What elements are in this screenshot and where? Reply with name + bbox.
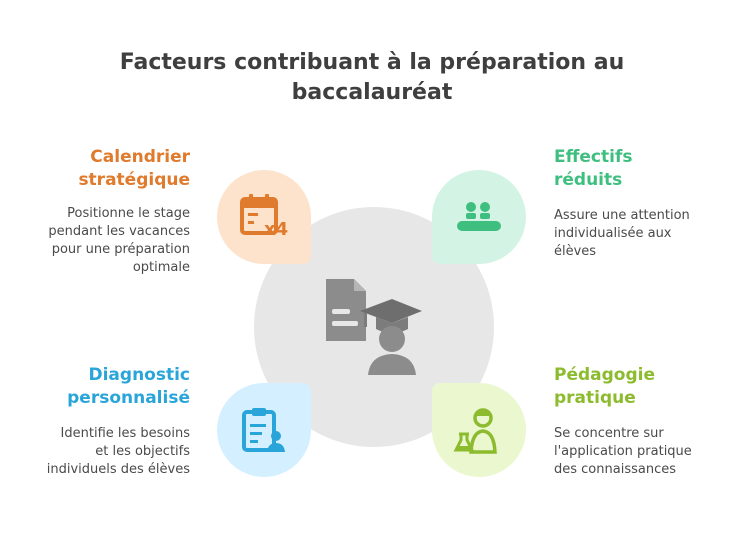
heading-pedagogie-line-2: pratique bbox=[554, 388, 636, 408]
heading-diagnostic-line-1: Diagnostic bbox=[88, 365, 190, 385]
desc-effectifs-line-1: Assure une attention bbox=[554, 208, 690, 223]
heading-pedagogie: Pédagogie pratique bbox=[554, 364, 724, 410]
heading-effectifs: Effectifs réduits bbox=[554, 146, 724, 192]
svg-text:x4: x4 bbox=[264, 219, 288, 240]
desc-diagnostic-line-2: et les objectifs bbox=[95, 444, 190, 459]
petal-calendrier: x4 bbox=[217, 170, 311, 264]
heading-calendrier: Calendrier stratégique bbox=[40, 146, 190, 192]
desc-calendrier-line-4: optimale bbox=[132, 260, 190, 275]
desc-calendrier: Positionne le stage pendant les vacances… bbox=[20, 205, 190, 277]
small-group-icon bbox=[457, 202, 501, 231]
heading-calendrier-line-2: stratégique bbox=[78, 170, 190, 190]
petal-effectifs bbox=[432, 170, 526, 264]
heading-calendrier-line-1: Calendrier bbox=[90, 147, 190, 167]
desc-calendrier-line-2: pendant les vacances bbox=[48, 224, 190, 239]
desc-effectifs-line-2: individualisée aux bbox=[554, 226, 672, 241]
title-line-2: baccalauréat bbox=[291, 80, 453, 105]
desc-calendrier-line-1: Positionne le stage bbox=[67, 206, 190, 221]
calendar-x4-icon: x4 bbox=[240, 194, 288, 240]
scientist-flask-icon bbox=[453, 408, 497, 454]
petal-pedagogie bbox=[432, 383, 526, 477]
desc-pedagogie-line-1: Se concentre sur bbox=[554, 426, 664, 441]
desc-diagnostic-line-3: individuels des élèves bbox=[46, 462, 190, 477]
desc-pedagogie-line-2: l'application pratique bbox=[554, 444, 692, 459]
heading-effectifs-line-2: réduits bbox=[554, 170, 623, 190]
desc-pedagogie: Se concentre sur l'application pratique … bbox=[554, 425, 734, 479]
clipboard-user-icon bbox=[242, 408, 285, 452]
desc-diagnostic: Identifie les besoins et les objectifs i… bbox=[10, 425, 190, 479]
heading-diagnostic: Diagnostic personnalisé bbox=[20, 364, 190, 410]
desc-pedagogie-line-3: des connaissances bbox=[554, 462, 676, 477]
heading-effectifs-line-1: Effectifs bbox=[554, 147, 633, 167]
petal-diagnostic bbox=[217, 383, 311, 477]
diagram-title: Facteurs contribuant à la préparation au… bbox=[0, 48, 744, 108]
desc-diagnostic-line-1: Identifie les besoins bbox=[60, 426, 190, 441]
diploma-graduate-icon bbox=[326, 279, 422, 375]
heading-pedagogie-line-1: Pédagogie bbox=[554, 365, 656, 385]
heading-diagnostic-line-2: personnalisé bbox=[67, 388, 190, 408]
desc-effectifs: Assure une attention individualisée aux … bbox=[554, 207, 734, 261]
desc-effectifs-line-3: élèves bbox=[554, 244, 597, 259]
title-line-1: Facteurs contribuant à la préparation au bbox=[119, 50, 625, 75]
desc-calendrier-line-3: pour une préparation bbox=[51, 242, 190, 257]
